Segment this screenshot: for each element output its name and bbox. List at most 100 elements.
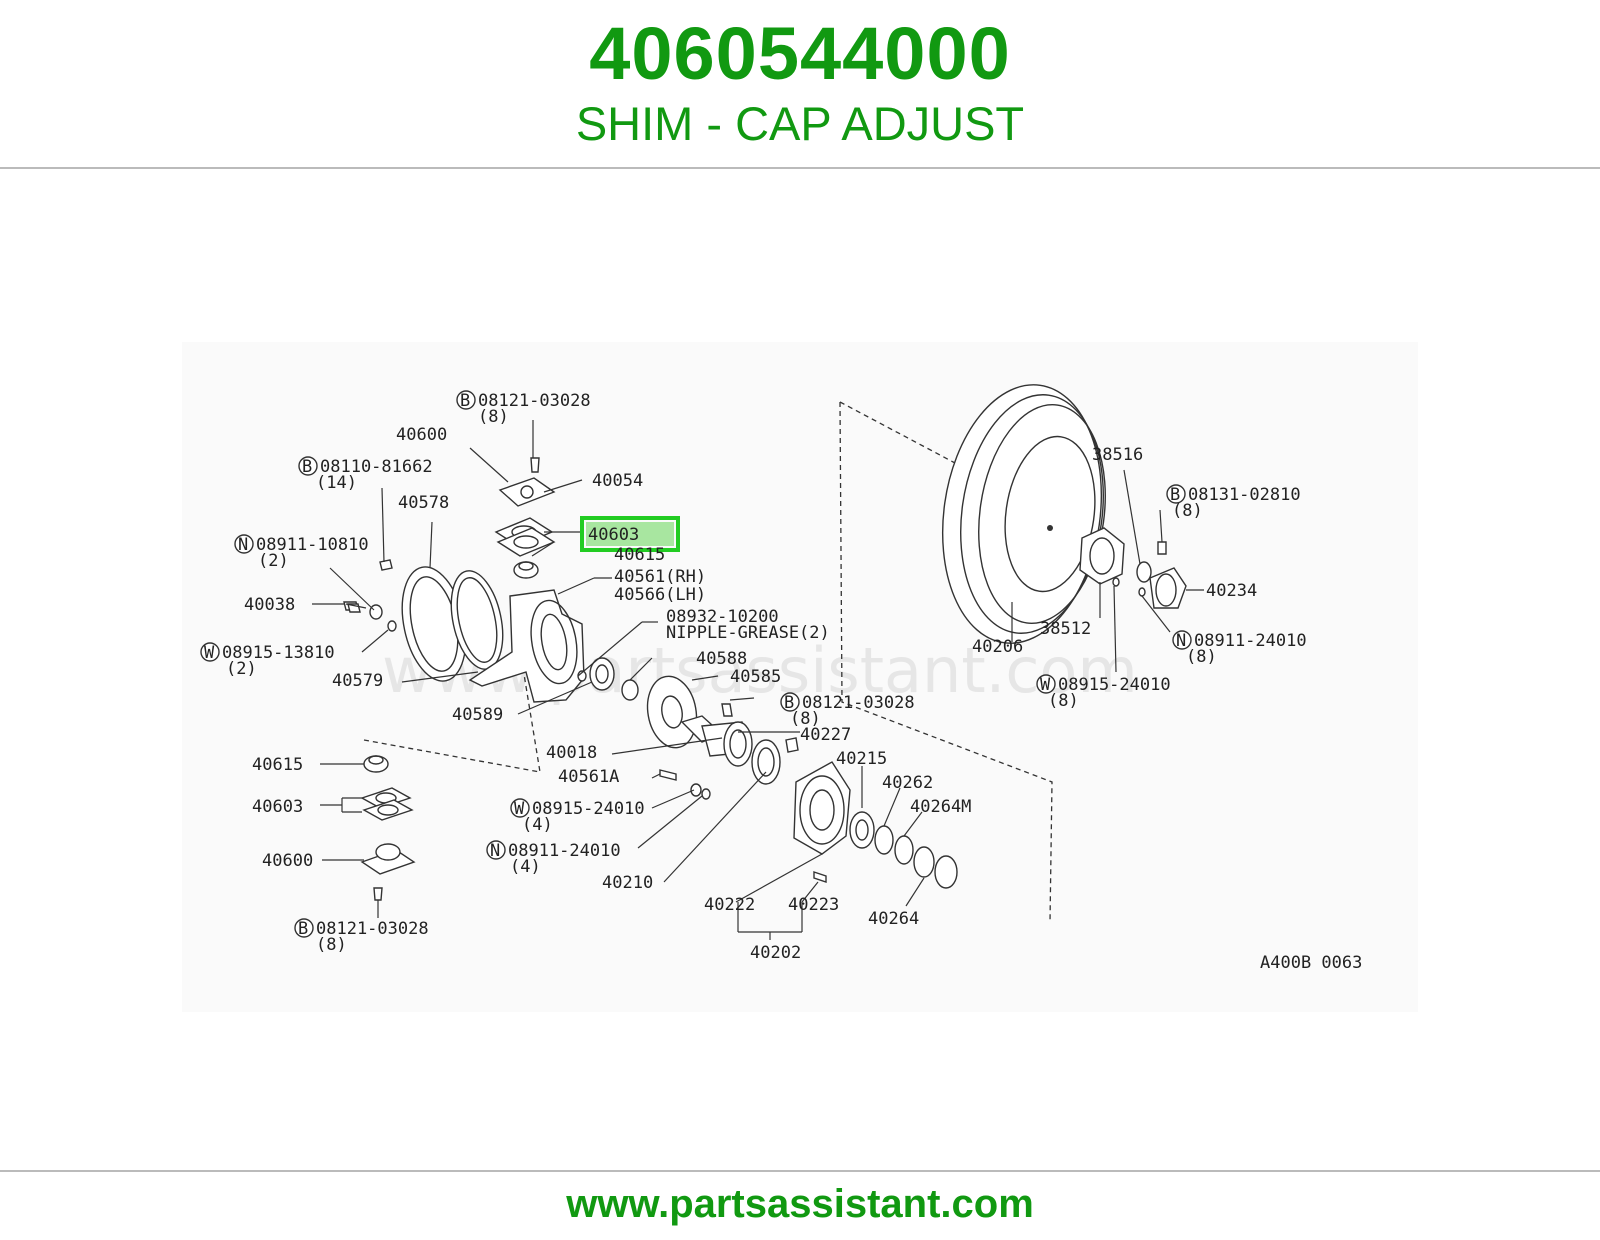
oil-seal-part (450, 570, 504, 670)
callout-qty: (8) (316, 935, 347, 955)
spindle-shaft-part (701, 721, 753, 767)
callout-40588[interactable]: 40588 (696, 649, 747, 669)
callout-08110-81662[interactable]: 08110-81662 (320, 457, 433, 477)
callout-38512[interactable]: 38512 (1040, 619, 1091, 639)
callout-40206[interactable]: 40206 (972, 637, 1023, 657)
callout-40585[interactable]: 40585 (730, 667, 781, 687)
callout-08121-03028-top[interactable]: 08121-03028 (478, 391, 591, 411)
lower-bearing-part (363, 755, 389, 773)
callout-nipple-grease[interactable]: NIPPLE-GREASE(2) (666, 623, 830, 643)
part-number-title: 4060544000 (589, 12, 1011, 95)
svg-text:B: B (460, 391, 470, 411)
callout-38516[interactable]: 38516 (1092, 445, 1143, 465)
page-header: 4060544000 SHIM - CAP ADJUST (0, 0, 1600, 168)
svg-text:N: N (238, 535, 248, 555)
hub-bearing-rings (849, 811, 958, 889)
callout-40227[interactable]: 40227 (800, 725, 851, 745)
callout-qty: (8) (790, 709, 821, 729)
drive-flange-part (1079, 527, 1125, 585)
callout-08131-02810[interactable]: 08131-02810 (1188, 485, 1301, 505)
callout-40600-bottom[interactable]: 40600 (262, 851, 313, 871)
callout-08911-24010-mid[interactable]: 08911-24010 (508, 841, 621, 861)
callout-qty: (2) (226, 659, 257, 679)
callout-08915-24010-right[interactable]: 08915-24010 (1058, 675, 1171, 695)
svg-text:B: B (784, 693, 794, 713)
callout-08121-03028-mid[interactable]: 08121-03028 (802, 693, 915, 713)
part-description: SHIM - CAP ADJUST (575, 97, 1025, 150)
callout-qty: (8) (478, 407, 509, 427)
callout-40603-bottom[interactable]: 40603 (252, 797, 303, 817)
callout-08915-13810[interactable]: 08915-13810 (222, 643, 335, 663)
footer-website-link[interactable]: www.partsassistant.com (566, 1182, 1034, 1226)
callout-qty: (2) (258, 551, 289, 571)
svg-text:W: W (1040, 675, 1051, 695)
callout-08911-24010-right[interactable]: 08911-24010 (1194, 631, 1307, 651)
callout-40264[interactable]: 40264 (868, 909, 919, 929)
callout-labels: 08121-03028 (8) 40600 08110-81662 (14) 4… (222, 391, 1362, 973)
hub-bolt-part (813, 871, 827, 883)
center-bolts (659, 703, 799, 800)
callout-40234[interactable]: 40234 (1206, 581, 1257, 601)
callout-40566-lh[interactable]: 40566(LH) (614, 585, 706, 605)
callout-40202[interactable]: 40202 (750, 943, 801, 963)
parts-diagram: www.partsassistant.com (182, 342, 1418, 1012)
callout-qty: (4) (510, 857, 541, 877)
callout-40054[interactable]: 40054 (592, 471, 643, 491)
upper-cap-part (498, 457, 556, 507)
brake-drum-part (941, 384, 1106, 644)
callout-40210[interactable]: 40210 (602, 873, 653, 893)
callout-40561a[interactable]: 40561A (558, 767, 619, 787)
lower-cap-part (360, 843, 416, 901)
callout-qty: (14) (316, 473, 357, 493)
shim-part (494, 517, 556, 557)
lower-shim-part (360, 787, 414, 821)
callout-40222[interactable]: 40222 (704, 895, 755, 915)
callout-40262[interactable]: 40262 (882, 773, 933, 793)
callout-qty: (8) (1048, 691, 1079, 711)
callout-40223[interactable]: 40223 (788, 895, 839, 915)
steering-knuckle-part (468, 589, 585, 703)
footer-divider (0, 1170, 1600, 1172)
svg-text:B: B (1170, 485, 1180, 505)
svg-text:W: W (204, 643, 215, 663)
diagram-code: A400B 0063 (1260, 953, 1362, 973)
exploded-view-svg: www.partsassistant.com (200, 384, 1362, 973)
callout-40579[interactable]: 40579 (332, 671, 383, 691)
symbol-markers: B B N W B W N B B N W (200, 390, 1192, 939)
callout-40215[interactable]: 40215 (836, 749, 887, 769)
callout-40615-bottom[interactable]: 40615 (252, 755, 303, 775)
callout-40264m[interactable]: 40264M (910, 797, 971, 817)
svg-text:W: W (514, 799, 525, 819)
callout-40615-top[interactable]: 40615 (614, 545, 665, 565)
callout-40578[interactable]: 40578 (398, 493, 449, 513)
svg-text:N: N (490, 841, 500, 861)
highlighted-callout-fill (586, 522, 674, 546)
wheel-hub-part (793, 761, 851, 855)
callout-40603-highlighted[interactable]: 40603 (588, 525, 639, 545)
dashed-guide-knuckle (363, 661, 541, 773)
svg-text:N: N (1176, 631, 1186, 651)
bushing-part (621, 679, 639, 701)
dashed-guide-drum (839, 401, 1053, 923)
highlighted-callout-box[interactable] (580, 516, 680, 552)
callout-qty: (4) (522, 815, 553, 835)
thrust-washer-part (577, 657, 615, 691)
left-fasteners (343, 559, 397, 632)
callout-40018[interactable]: 40018 (546, 743, 597, 763)
svg-text:B: B (298, 919, 308, 939)
callout-qty: (8) (1186, 647, 1217, 667)
callout-40600-top[interactable]: 40600 (396, 425, 447, 445)
callout-08121-03028-bottom[interactable]: 08121-03028 (316, 919, 429, 939)
callout-qty: (8) (1172, 501, 1203, 521)
callout-40038[interactable]: 40038 (244, 595, 295, 615)
upper-bearing-part (513, 561, 539, 579)
hub-cap-part (1138, 541, 1187, 609)
callout-40589[interactable]: 40589 (452, 705, 503, 725)
flange-washer-part (1112, 577, 1120, 587)
callout-08932-10200[interactable]: 08932-10200 (666, 607, 779, 627)
callout-08911-10810[interactable]: 08911-10810 (256, 535, 369, 555)
callout-40561-rh[interactable]: 40561(RH) (614, 567, 706, 587)
svg-text:B: B (302, 457, 312, 477)
dashed-guide-drum-top (839, 401, 973, 473)
callout-08915-24010-mid[interactable]: 08915-24010 (532, 799, 645, 819)
